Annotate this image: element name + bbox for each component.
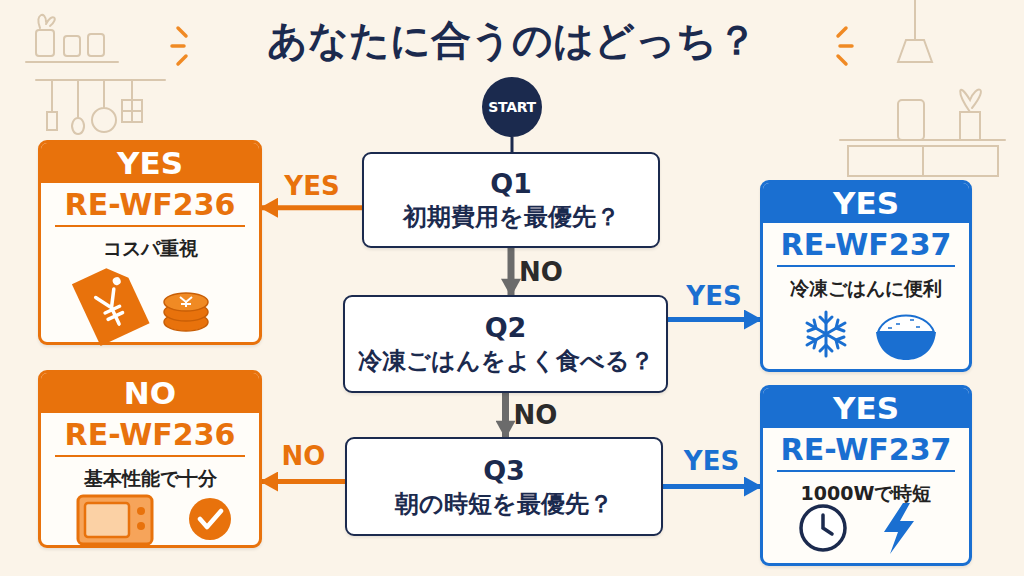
check-mark <box>200 511 221 527</box>
result-note: コスパ重視 <box>41 235 259 261</box>
question-box: Q3朝の時短を最優先？ <box>345 437 663 536</box>
result-box: YESRE-WF237 1000Wで時短 <box>760 385 972 566</box>
accent-dash <box>838 56 846 64</box>
flow-arrow <box>511 137 514 152</box>
model-name: RE-WF236 <box>55 417 245 457</box>
clock-icon <box>801 506 845 550</box>
accent-dash <box>172 44 184 48</box>
accent-dash <box>840 44 852 48</box>
plant-sketch <box>38 15 54 28</box>
jar-sketch <box>64 36 80 56</box>
board-sketch <box>898 100 924 140</box>
question-number: Q2 <box>485 311 527 345</box>
result-badge: YES <box>763 183 969 223</box>
plant-sketch <box>960 90 981 140</box>
price-tag-hole <box>111 276 122 287</box>
utensil-sketch <box>92 80 116 132</box>
accent-dash <box>178 56 186 64</box>
utensil-sketch <box>72 80 84 134</box>
microwave-knob <box>137 507 145 515</box>
start-label: START <box>488 99 536 115</box>
check-icon <box>189 498 231 540</box>
question-box: Q1初期費用を最優先？ <box>362 152 660 248</box>
question-text: 初期費用を最優先？ <box>403 201 620 233</box>
edge-label: NO <box>514 400 558 430</box>
flow-arrow <box>262 205 362 210</box>
clock-hands <box>823 515 832 534</box>
microwave-window <box>85 503 129 537</box>
snowflake-icon <box>808 317 844 351</box>
question-text: 朝の時短を最優先？ <box>395 488 613 520</box>
flow-arrow <box>262 479 345 484</box>
shelf-line <box>26 61 118 63</box>
model-name: RE-WF236 <box>55 187 245 227</box>
jar-sketch <box>36 30 54 56</box>
lamp-shade <box>898 40 932 62</box>
flow-arrow <box>668 317 760 322</box>
lightning-icon <box>884 503 914 554</box>
question-text: 冷凍ごはんをよく食べる？ <box>358 345 654 377</box>
edge-label: NO <box>282 441 326 471</box>
flow-arrow <box>508 248 515 295</box>
result-note: 基本性能で十分 <box>41 465 259 491</box>
rail-line <box>36 79 165 81</box>
question-box: Q2冷凍ごはんをよく食べる？ <box>343 295 668 393</box>
lamp-cord <box>914 0 916 40</box>
edge-label: NO <box>519 257 563 287</box>
price-tag-icon <box>72 262 150 346</box>
flow-arrow <box>663 484 760 489</box>
result-badge: YES <box>41 143 259 183</box>
model-name: RE-WF237 <box>777 227 955 267</box>
rice-icon <box>878 316 934 333</box>
accent-dash <box>838 28 846 36</box>
result-box: YESRE-WF236 コスパ重視 <box>38 140 262 345</box>
cabinet-sketch <box>922 146 924 176</box>
yen-symbol <box>96 289 128 328</box>
rice-grain <box>888 320 920 328</box>
result-box: YESRE-WF237 冷凍ごはんに便利 <box>760 180 972 372</box>
cabinet-sketch <box>848 146 998 176</box>
coin-icon <box>164 293 208 311</box>
start-circle: START <box>482 77 542 137</box>
diagram-title: あなたに合うのはどっち？ <box>0 12 1024 68</box>
edge-label: YES <box>284 171 339 201</box>
jar-sketch <box>88 34 104 56</box>
edge-label: YES <box>684 446 739 476</box>
question-number: Q1 <box>490 167 532 201</box>
accent-dash <box>178 28 186 36</box>
bowl-icon <box>876 332 936 360</box>
flow-arrow <box>502 393 509 437</box>
utensil-sketch <box>122 80 142 122</box>
result-note: 1000Wで時短 <box>763 480 969 506</box>
snowflake-icon <box>807 312 845 356</box>
microwave-icon <box>78 496 152 544</box>
edge-label: YES <box>686 281 741 311</box>
coin-icon <box>164 303 208 321</box>
result-badge: YES <box>763 388 969 428</box>
utensil-sketch <box>47 80 57 130</box>
model-name: RE-WF237 <box>777 432 955 472</box>
question-number: Q3 <box>483 454 525 488</box>
coin-icon <box>164 313 208 331</box>
result-note: 冷凍ごはんに便利 <box>763 275 969 301</box>
result-badge: NO <box>41 373 259 413</box>
microwave-knob <box>137 522 145 530</box>
result-box: NORE-WF236 基本性能で十分 <box>38 370 262 548</box>
yen-symbol <box>180 297 192 307</box>
